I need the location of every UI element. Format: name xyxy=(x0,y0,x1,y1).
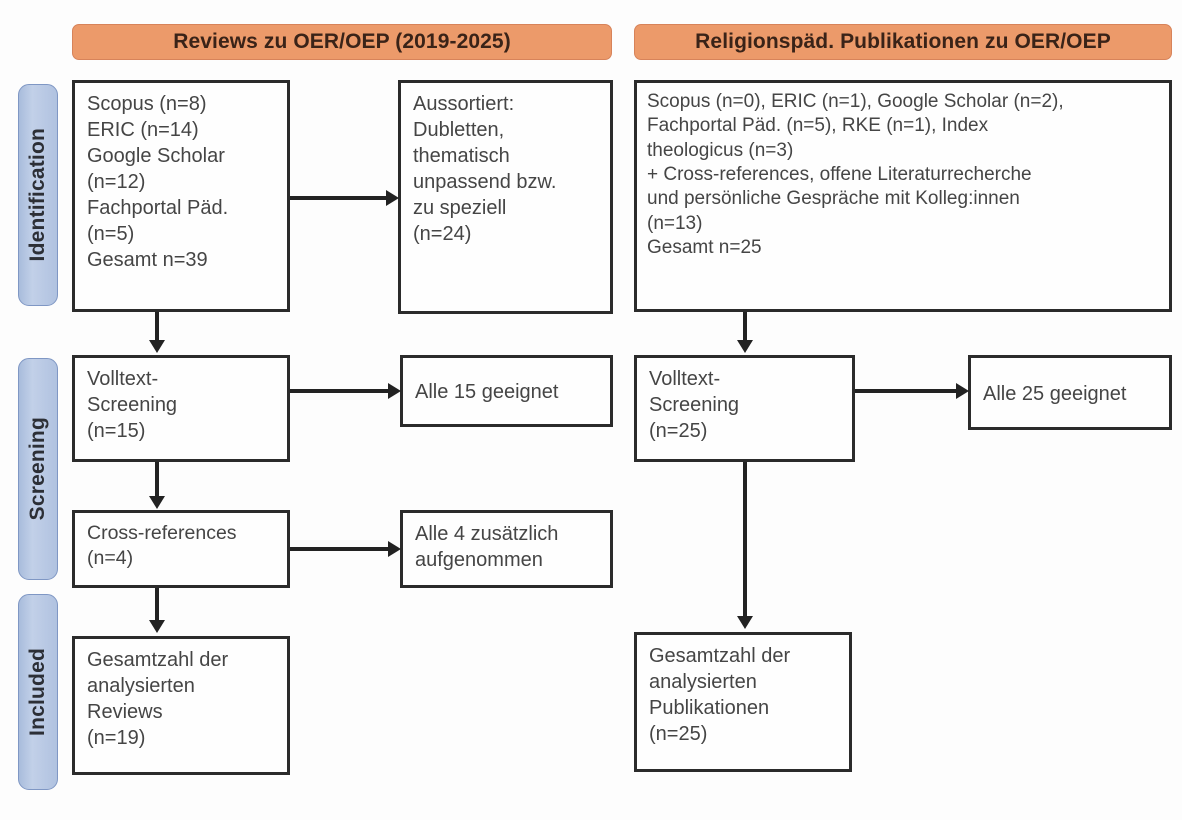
arrowhead-right-identification-to-screening xyxy=(737,340,753,353)
connector-left-identification-to-excluded xyxy=(290,196,387,200)
connector-left-identification-to-screening xyxy=(155,312,159,344)
connector-left-screening-to-crossrefs xyxy=(155,462,159,500)
phase-bar-screening: Screening xyxy=(18,358,58,580)
connector-left-crossrefs-to-result xyxy=(290,547,389,551)
arrowhead-left-screening-to-crossrefs xyxy=(149,496,165,509)
header-pill-left: Reviews zu OER/OEP (2019-2025) xyxy=(72,24,612,60)
box-right-screening: Volltext- Screening (n=25) xyxy=(634,355,855,462)
box-left-excluded: Aussortiert: Dubletten, thematisch unpas… xyxy=(398,80,613,314)
header-pill-right: Religionspäd. Publikationen zu OER/OEP xyxy=(634,24,1172,60)
box-left-crossrefs: Cross-references (n=4) xyxy=(72,510,290,588)
arrowhead-left-identification-to-screening xyxy=(149,340,165,353)
box-right-screening-result: Alle 25 geeignet xyxy=(968,355,1172,430)
box-left-screening-result: Alle 15 geeignet xyxy=(400,355,613,427)
phase-bar-identification: Identification xyxy=(18,84,58,306)
connector-right-screening-to-included xyxy=(743,462,747,618)
header-title-right: Religionspäd. Publikationen zu OER/OEP xyxy=(695,30,1111,53)
arrowhead-right-screening-to-result xyxy=(956,383,969,399)
box-right-identification: Scopus (n=0), ERIC (n=1), Google Scholar… xyxy=(634,80,1172,312)
arrowhead-left-identification-to-excluded xyxy=(386,190,399,206)
box-left-screening: Volltext- Screening (n=15) xyxy=(72,355,290,462)
box-left-included: Gesamtzahl der analysierten Reviews (n=1… xyxy=(72,636,290,775)
phase-bar-included: Included xyxy=(18,594,58,790)
connector-right-screening-to-result xyxy=(855,389,959,393)
box-left-crossrefs-result: Alle 4 zusätzlich aufgenommen xyxy=(400,510,613,588)
arrowhead-right-screening-to-included xyxy=(737,616,753,629)
connector-left-screening-to-result xyxy=(290,389,389,393)
header-title-left: Reviews zu OER/OEP (2019-2025) xyxy=(173,30,511,53)
arrowhead-left-crossrefs-to-included xyxy=(149,620,165,633)
phase-label-included: Included xyxy=(26,648,49,736)
phase-label-identification: Identification xyxy=(26,128,49,262)
box-right-included: Gesamtzahl der analysierten Publikatione… xyxy=(634,632,852,772)
arrowhead-left-crossrefs-to-result xyxy=(388,541,401,557)
connector-right-identification-to-screening xyxy=(743,312,747,344)
connector-left-crossrefs-to-included xyxy=(155,588,159,622)
phase-label-screening: Screening xyxy=(26,417,49,521)
box-left-identification: Scopus (n=8) ERIC (n=14) Google Scholar … xyxy=(72,80,290,312)
arrowhead-left-screening-to-result xyxy=(388,383,401,399)
